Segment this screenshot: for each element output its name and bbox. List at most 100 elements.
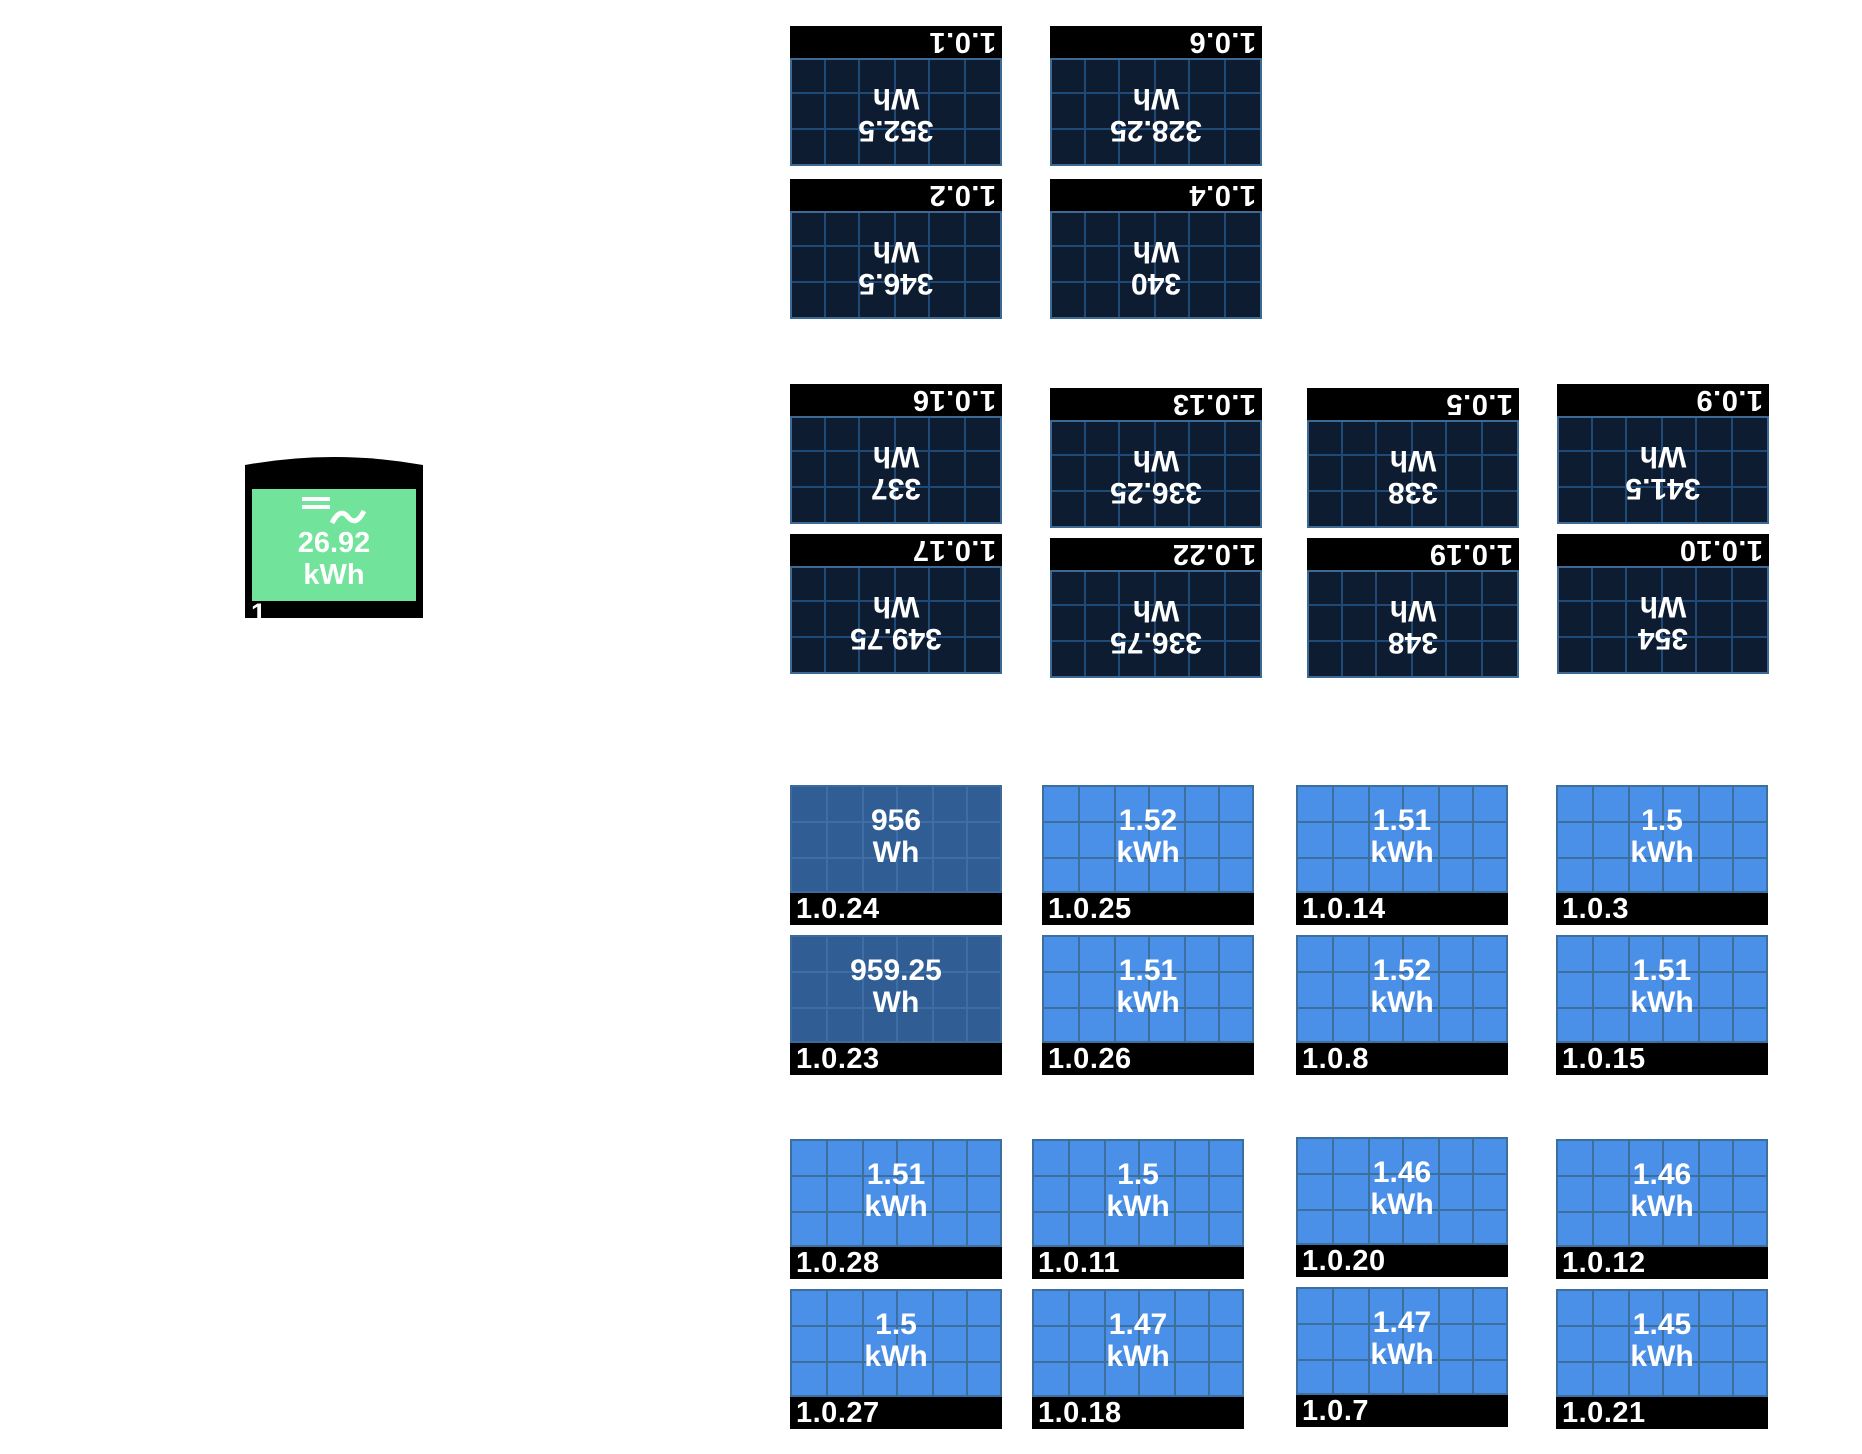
- panel-cells: [790, 935, 1002, 1043]
- panel-cells: [1556, 935, 1768, 1043]
- panel-id-label: 1.0.18: [1032, 1397, 1244, 1429]
- panel-id-label: 1.0.27: [790, 1397, 1002, 1429]
- panel-energy-value: 336.25: [1110, 476, 1202, 509]
- panel-energy-value: 354: [1637, 622, 1689, 655]
- panel-id-label: 1.0.21: [1556, 1397, 1768, 1429]
- panel-energy-value: 1.47: [1108, 1308, 1168, 1341]
- panel-energy-value: 1.51: [1372, 804, 1432, 837]
- meter-reading: 26.92 kWh: [252, 527, 416, 591]
- meter-reading-unit: kWh: [303, 559, 365, 591]
- panel-energy-value: 1.52: [1372, 954, 1432, 987]
- grid-meter-icon: [302, 497, 367, 525]
- panel-energy-unit: Wh: [872, 590, 920, 623]
- panel-id-label: 1.0.12: [1556, 1247, 1768, 1279]
- panel-energy-value: 1.46: [1632, 1158, 1692, 1191]
- panel-energy-value: 956: [870, 804, 922, 837]
- panel-id-label: 1.0.11: [1032, 1247, 1244, 1279]
- panel-cells: [1032, 1139, 1244, 1247]
- panel-energy-unit: Wh: [872, 82, 920, 115]
- panel-energy-unit: kWh: [1630, 986, 1694, 1019]
- panel-energy-value: 328.25: [1110, 114, 1202, 147]
- panel-energy-unit: Wh: [1132, 235, 1180, 268]
- panel-energy-unit: Wh: [1639, 590, 1687, 623]
- panel-cells: [790, 785, 1002, 893]
- panel-id-label: 1.0.16: [790, 384, 1002, 416]
- panel-energy-value: 340: [1130, 267, 1182, 300]
- panel-energy-unit: Wh: [1639, 440, 1687, 473]
- panel-energy-unit: Wh: [872, 986, 920, 1019]
- panel-cells: [1296, 935, 1508, 1043]
- panel-energy-unit: Wh: [872, 440, 920, 473]
- panel-id-label: 1.0.23: [790, 1043, 1002, 1075]
- grid-meter[interactable]: 26.92 kWh 1: [245, 455, 423, 628]
- panel-energy-unit: kWh: [1370, 836, 1434, 869]
- panel-energy-value: 959.25: [850, 954, 942, 987]
- panel-energy-unit: kWh: [1630, 1340, 1694, 1373]
- panel-id-label: 1.0.15: [1556, 1043, 1768, 1075]
- panel-energy-unit: kWh: [1630, 836, 1694, 869]
- panel-energy-value: 1.46: [1372, 1156, 1432, 1189]
- panel-cells: [1296, 785, 1508, 893]
- panel-energy-unit: Wh: [1132, 82, 1180, 115]
- panel-energy-unit: kWh: [1370, 986, 1434, 1019]
- panel-id-label: 1.0.26: [1042, 1043, 1254, 1075]
- panel-energy-value: 1.52: [1118, 804, 1178, 837]
- panel-energy-value: 338: [1387, 476, 1439, 509]
- panel-energy-value: 352.5: [858, 114, 934, 147]
- panel-id-label: 1.0.24: [790, 893, 1002, 925]
- panel-id-label: 1.0.6: [1050, 26, 1262, 58]
- panel-energy-value: 1.47: [1372, 1306, 1432, 1339]
- panel-energy-unit: kWh: [1106, 1190, 1170, 1223]
- panel-energy-unit: kWh: [864, 1190, 928, 1223]
- panel-id-label: 1.0.28: [790, 1247, 1002, 1279]
- panel-cells: [1556, 785, 1768, 893]
- meter-body: 26.92 kWh 1: [245, 467, 423, 628]
- panel-id-label: 1.0.5: [1307, 388, 1519, 420]
- panel-cells: [790, 1139, 1002, 1247]
- panel-energy-value: 1.5: [1117, 1158, 1159, 1191]
- panel-energy-value: 1.51: [1632, 954, 1692, 987]
- panel-id-label: 1.0.4: [1050, 179, 1262, 211]
- panel-energy-value: 337: [870, 472, 922, 505]
